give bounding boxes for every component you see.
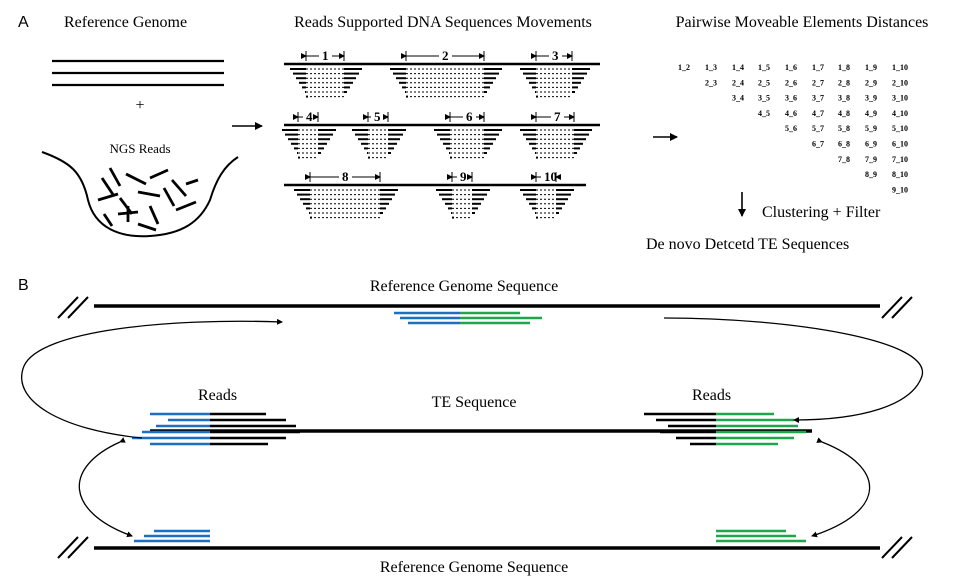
pair-distance-cell: 1_4 — [732, 63, 744, 72]
reference-genome-lines — [52, 59, 224, 87]
pair-distance-cell: 2_6 — [785, 78, 797, 87]
moveable-element-8: 8 — [294, 169, 398, 219]
moveable-element-7: 7 — [520, 109, 592, 159]
element-number: 5 — [374, 109, 381, 124]
pair-distance-cell: 3_8 — [838, 94, 850, 103]
moveable-element-3: 3 — [520, 48, 590, 98]
break-marks-top — [57, 296, 913, 319]
movements-panel: 1 2 3 4 5 6 7 8 9 10 — [282, 48, 600, 219]
moveable-element-6: 6 — [434, 109, 502, 159]
insertion-reads-top — [394, 311, 542, 325]
pair-distance-cell: 4_6 — [785, 109, 797, 118]
panel-a-label: A — [18, 14, 29, 31]
plus-sign: + — [135, 97, 144, 114]
pair-distance-cell: 4_8 — [838, 109, 850, 118]
pair-distance-cell: 1_10 — [892, 63, 908, 72]
pair-distance-cell: 8_9 — [865, 170, 877, 179]
pair-distance-cell: 2_10 — [892, 78, 908, 87]
pair-distance-cell: 2_4 — [732, 78, 744, 87]
pair-distance-cell: 7_9 — [865, 155, 877, 164]
pair-distance-cell: 6_7 — [812, 140, 824, 149]
pair-distance-cell: 4_7 — [812, 109, 824, 118]
reads-left-label: Reads — [198, 387, 237, 404]
movements-title: Reads Supported DNA Sequences Movements — [294, 14, 592, 31]
panel-b-label: B — [18, 277, 29, 294]
moveable-element-5: 5 — [352, 109, 406, 159]
pair-distance-cell: 6_8 — [838, 140, 850, 149]
element-number: 7 — [554, 109, 561, 124]
pair-distance-cell: 3_6 — [785, 94, 797, 103]
element-number: 1 — [322, 48, 329, 63]
moveable-element-1: 1 — [290, 48, 362, 98]
pair-distance-cell: 2_5 — [758, 78, 770, 87]
pair-distance-cell: 5_7 — [812, 124, 824, 133]
te-sequence-label: TE Sequence — [432, 394, 517, 411]
pair-distance-cell: 5_10 — [892, 124, 908, 133]
te-junction-reads — [132, 412, 806, 446]
break-marks-bottom — [57, 536, 913, 559]
pair-distance-cell: 1_3 — [705, 63, 717, 72]
pair-distance-cell: 3_7 — [812, 94, 824, 103]
element-number: 8 — [342, 169, 349, 184]
pair-distance-cell: 3_9 — [865, 94, 877, 103]
pair-distance-cell: 1_7 — [812, 63, 824, 72]
reads-right-label: Reads — [692, 387, 731, 404]
pair-distance-cell: 5_9 — [865, 124, 877, 133]
moveable-element-4: 4 — [282, 109, 336, 159]
pair-distance-cell: 3_10 — [892, 94, 908, 103]
pair-distance-cell: 6_10 — [892, 140, 908, 149]
pair-distance-cell: 8_10 — [892, 170, 908, 179]
element-number: 10 — [544, 169, 557, 184]
pair-distance-cell: 9_10 — [892, 185, 908, 194]
pair-distance-cell: 4_10 — [892, 109, 908, 118]
reference-genome-title: Reference Genome — [64, 14, 187, 31]
pair-distance-cell: 3_5 — [758, 94, 770, 103]
flank-reads-bottom — [134, 529, 806, 543]
distances-title: Pairwise Moveable Elements Distances — [676, 14, 929, 31]
pair-distance-cell: 2_8 — [838, 78, 850, 87]
moveable-element-10: 10 — [520, 169, 574, 219]
pair-distance-cell: 1_2 — [678, 63, 690, 72]
pair-distance-cell: 1_5 — [758, 63, 770, 72]
moveable-element-9: 9 — [436, 169, 490, 219]
pair-distance-cell: 7_8 — [838, 155, 850, 164]
element-number: 9 — [460, 169, 467, 184]
pair-distance-cell: 7_10 — [892, 155, 908, 164]
pair-distance-cell: 2_7 — [812, 78, 824, 87]
pair-distance-cell: 5_6 — [785, 124, 797, 133]
ref-genome-bottom-label: Reference Genome Sequence — [380, 559, 568, 576]
element-number: 2 — [442, 48, 449, 63]
element-number: 6 — [466, 109, 473, 124]
ngs-reads-label: NGS Reads — [109, 141, 170, 156]
pair-distance-cell: 1_8 — [838, 63, 850, 72]
pair-distance-cell: 2_9 — [865, 78, 877, 87]
pair-distance-cell: 1_9 — [865, 63, 877, 72]
pairwise-distance-matrix: 1_2 1_3 1_4 1_5 1_6 1_7 1_8 1_9 1_10 2_3 2_4 2_5 2_6… — [678, 63, 908, 194]
pair-distance-cell: 3_4 — [732, 94, 744, 103]
ngs-reads-bowl — [41, 151, 239, 238]
element-number: 3 — [552, 48, 559, 63]
ref-genome-top-label: Reference Genome Sequence — [370, 278, 558, 295]
pair-distance-cell: 1_6 — [785, 63, 797, 72]
pair-distance-cell: 4_9 — [865, 109, 877, 118]
pair-distance-cell: 4_5 — [758, 109, 770, 118]
moveable-element-2: 2 — [390, 48, 502, 98]
pair-distance-cell: 6_9 — [865, 140, 877, 149]
element-number: 4 — [306, 109, 313, 124]
pair-distance-cell: 2_3 — [705, 78, 717, 87]
clustering-label: Clustering + Filter — [762, 204, 881, 221]
mapping-arrows — [21, 317, 923, 538]
pair-distance-cell: 5_8 — [838, 124, 850, 133]
denovo-label: De novo Detcetd TE Sequences — [646, 236, 849, 253]
